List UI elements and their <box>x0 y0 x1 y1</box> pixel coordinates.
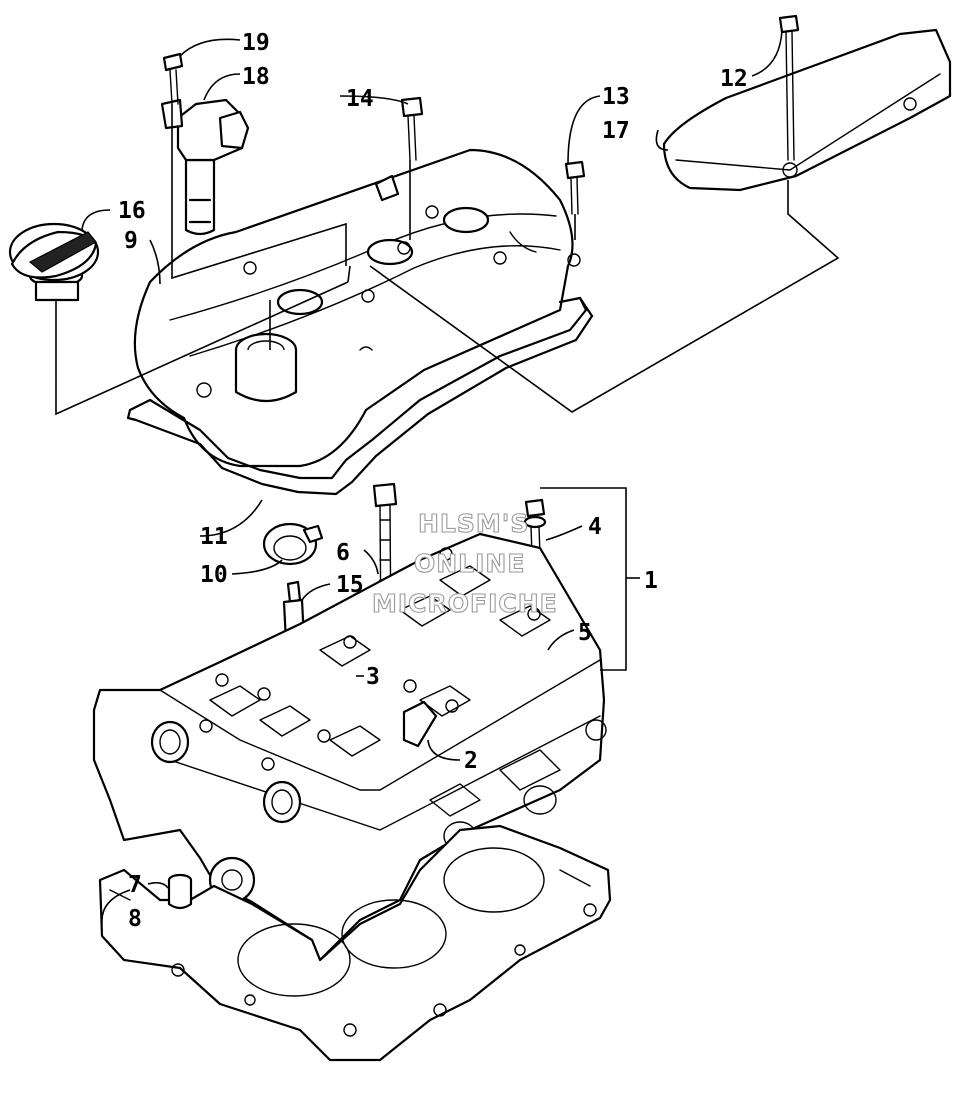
valve-cover <box>133 148 581 468</box>
callout-9: 9 <box>124 228 138 254</box>
callout-8: 8 <box>128 906 142 932</box>
callout-18: 18 <box>242 64 270 90</box>
alignment-lines <box>55 104 840 416</box>
watermark-line-1: HLSM'S <box>418 509 529 538</box>
cylinder-head <box>92 532 607 962</box>
callout-19: 19 <box>242 30 270 56</box>
cam-cover-plate <box>662 28 952 192</box>
callout-14: 14 <box>346 86 374 112</box>
callout-2: 2 <box>464 748 478 774</box>
callout-1: 1 <box>644 568 658 594</box>
callout-7: 7 <box>128 872 142 898</box>
callout-6: 6 <box>336 540 350 566</box>
oil-filler-cap <box>8 222 100 302</box>
valve-cover-bolt-14 <box>400 96 424 161</box>
callout-12: 12 <box>720 66 748 92</box>
callout-11: 11 <box>200 524 228 550</box>
cover-bolt-12 <box>778 14 800 161</box>
callout-10: 10 <box>200 562 228 588</box>
callout-17: 17 <box>602 118 630 144</box>
valve-cover-bolt-13 <box>564 160 586 215</box>
callout-13: 13 <box>602 84 630 110</box>
dowel-pin-8 <box>167 873 193 910</box>
callout-5: 5 <box>578 620 592 646</box>
watermark: HLSM'S ONLINE MICROFICHE <box>371 508 558 618</box>
coil-bolt <box>162 52 184 105</box>
callout-16: 16 <box>118 198 146 224</box>
ignition-coil <box>160 98 250 236</box>
callout-4: 4 <box>588 514 602 540</box>
callout-3: 3 <box>366 664 380 690</box>
valve-cover-gasket <box>126 296 594 496</box>
watermark-line-3: MICROFICHE <box>372 589 558 618</box>
head-gasket <box>98 824 612 1062</box>
cam-seal <box>262 522 324 566</box>
callout-labels: 1 2 3 4 5 6 7 8 9 10 11 12 13 14 15 16 1… <box>118 30 748 932</box>
watermark-line-2: ONLINE <box>414 549 525 578</box>
leader-lines <box>81 29 783 925</box>
callout-15: 15 <box>336 572 364 598</box>
